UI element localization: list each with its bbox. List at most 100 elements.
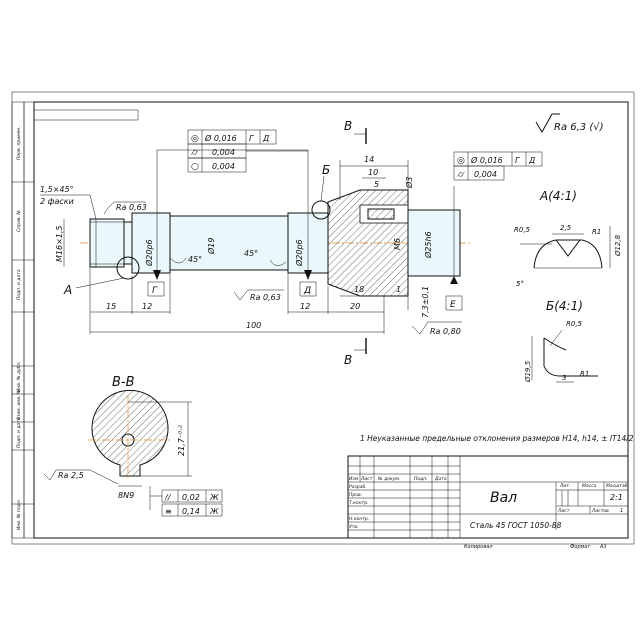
ra-063-bottom: Ra 0,63 [250, 293, 281, 302]
vv-tol2-base: Ж [209, 507, 219, 516]
detail-a-ang: 5° [516, 280, 524, 288]
tb-lit: Лит. [559, 483, 570, 489]
tol-left-r1-b1: Г [249, 134, 254, 143]
vv-tol2-val: 0,14 [182, 507, 200, 516]
tb-material: Сталь 45 ГОСТ 1050-88 [470, 521, 562, 530]
tolerance-frame-left: ◎ Ø 0,016 Г Д ⌭ 0,004 ○ 0,004 [187, 129, 308, 173]
tol-left-r3-val: 0,004 [212, 162, 235, 171]
tb-col-izm: Изм [349, 476, 359, 482]
base-d: Д [303, 286, 311, 296]
detail-b-d195: Ø19,5 [524, 360, 532, 383]
callout-circle-a [116, 256, 140, 280]
tol-left-r3-sym: ○ [191, 162, 199, 172]
detail-a-r05: R0,5 [514, 226, 531, 234]
dim-20: 20 [350, 302, 360, 311]
left-strip: Перв. примен. Справ. № Подп. и дата Инв.… [11, 101, 35, 539]
tb-col-list: Лист [360, 476, 373, 482]
shaft-main-view: А Б 1,5×45° 2 фаски M16×1,5 Ra 0,63 Ø20р… [40, 119, 470, 367]
roughness-080: Ra 0,80 [411, 321, 462, 336]
tb-role-razrab: Разраб. [349, 484, 367, 490]
tb-mass: Масса [582, 483, 597, 489]
section-vv-roughness: Ra 2,5 [43, 469, 119, 485]
left-strip-cell-4: Инв. № дубл. [16, 361, 22, 392]
tb-sheets: Листов [591, 508, 609, 514]
detail-b-title: Б(4:1) [546, 299, 583, 313]
tb-role-nkontr: Н.контр. [349, 516, 369, 522]
chamfer-note-2: 2 фаски [40, 197, 74, 206]
callout-a-label: А [63, 283, 72, 297]
detail-a: А(4:1) Ø12,8 R0,5 2,5 R1 5° [514, 189, 622, 288]
section-vv-dim: 21,7⁻⁰·² [177, 424, 186, 456]
tolerance-frame-right: ◎ Ø 0,016 Г Д ⌭ 0,004 [453, 151, 543, 181]
tb-role-utv: Утв. [349, 524, 358, 530]
tol-right-r1-b1: Г [515, 156, 520, 165]
thread-section [89, 218, 125, 268]
d-middle: Ø19 [206, 238, 216, 255]
ra-063-left: Ra 0,63 [116, 203, 147, 212]
dim-15: 15 [106, 302, 116, 311]
left-strip-cell-7: Инв. № подл. [16, 499, 22, 530]
detail-a-25: 2,5 [560, 224, 572, 232]
vv-tol1-base: Ж [209, 493, 219, 502]
tb-sheet: Лист [557, 508, 570, 514]
detail-a-d128: Ø12,8 [614, 234, 622, 257]
vv-tol1-val: 0,02 [182, 493, 200, 502]
tb-part-name: Вал [490, 490, 517, 506]
tol-right-r1-sym: ◎ [457, 156, 465, 166]
dim-18: 18 [354, 285, 364, 294]
left-strip-cell-5: Взам. инв. № [16, 389, 22, 420]
base-g: Г [152, 286, 158, 296]
tol-left-r1-val: Ø 0,016 [204, 133, 237, 143]
tb-role-tkontr: Т.контр. [349, 500, 369, 506]
tol-right-r2-sym: ⌭ [457, 170, 465, 180]
section-vv-ra: Ra 2,5 [58, 471, 84, 480]
left-strip-cell-1: Перв. примен. [16, 126, 22, 160]
left-strip-cell-6: Подп. и дата [16, 417, 22, 448]
callout-b-label: Б [322, 163, 330, 177]
dim-73: 7,3±0,1 [421, 286, 430, 318]
ra-080: Ra 0,80 [430, 327, 461, 336]
tb-col-doc: № докум. [377, 476, 400, 482]
tol-right-r1-b2: Д [528, 156, 535, 165]
middle-body [169, 215, 289, 271]
d-flange: Ø25h6 [423, 231, 433, 259]
general-roughness: Ra 6,3 (√) [535, 113, 604, 133]
tol-left-r2-sym: ⌭ [191, 148, 199, 158]
section-vv-title: В-В [112, 375, 135, 390]
tol-right-r2-val: 0,004 [474, 170, 497, 179]
detail-b: Б(4:1) Ø19,5 R0,5 3 R1 [524, 299, 598, 383]
tol-right-r1-val: Ø 0,016 [470, 155, 503, 165]
title-block: Изм Лист № докум. Подп. Дата Разраб. Про… [347, 455, 629, 550]
d-right-journal: Ø20р6 [294, 239, 304, 267]
section-vv: В-В 21,7⁻⁰·² Ra 2,5 8N9 // 0,02 Ж ≡ 0,14… [43, 375, 223, 517]
sheet-outer-border [11, 91, 635, 545]
dim-100: 100 [246, 321, 261, 330]
base-e: Е [450, 300, 456, 310]
angle-left: 45° [188, 255, 202, 264]
general-roughness-text: Ra 6,3 (√) [554, 122, 604, 133]
tb-scale-value: 2:1 [610, 493, 623, 502]
left-strip-cell-2: Справ. № [16, 210, 22, 232]
detail-a-title: А(4:1) [539, 189, 577, 203]
thread-label: M16×1,5 [55, 225, 64, 262]
dim-5: 5 [374, 180, 379, 189]
detail-b-r1: R1 [580, 370, 589, 378]
tb-sheets-value: 1 [620, 508, 623, 514]
right-shaft-end [407, 209, 461, 277]
tb-format-value: А3 [599, 544, 607, 550]
tol-left-r1-sym: ◎ [191, 134, 199, 144]
dim-1: 1 [396, 285, 401, 294]
dim-14: 14 [364, 155, 374, 164]
dim-12a: 12 [142, 302, 152, 311]
detail-b-r05: R0,5 [566, 320, 583, 328]
general-note: 1 Неуказанные предельные отклонения разм… [360, 434, 634, 443]
tb-format: Формат [570, 544, 591, 550]
d-left-journal: Ø20р6 [144, 239, 154, 267]
dim-10: 10 [368, 168, 378, 177]
chamfer-note: 1,5×45° [40, 185, 74, 194]
tb-col-data: Дата [434, 476, 447, 482]
tol-left-r1-b2: Д [262, 134, 269, 143]
roughness-bottom: Ra 0,63 [233, 289, 284, 302]
vv-tol2-sym: ≡ [165, 507, 172, 516]
